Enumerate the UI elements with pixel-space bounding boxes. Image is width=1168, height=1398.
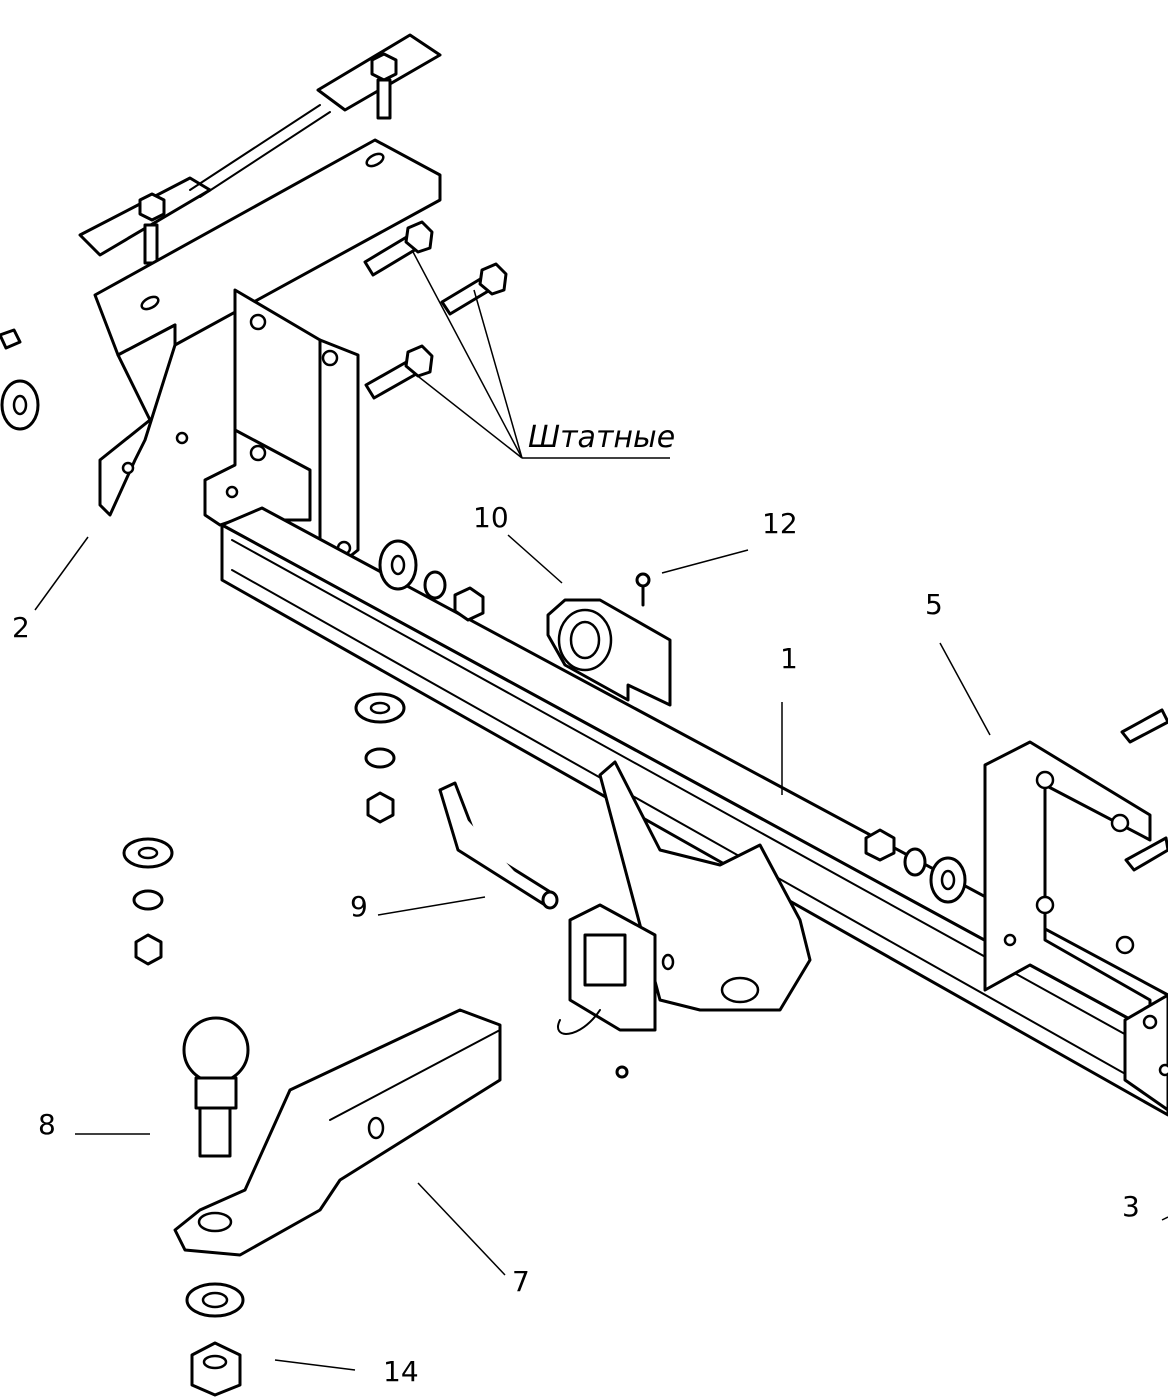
screw	[635, 572, 651, 607]
right-bracket	[983, 740, 1152, 1032]
callout-14: 14	[383, 1355, 419, 1388]
lower-washer-stack-b	[122, 837, 174, 966]
ball-mount	[173, 1008, 502, 1257]
hitch-receiver	[557, 760, 812, 1079]
callout-2: 2	[12, 611, 30, 644]
note-standard: Штатные	[528, 420, 675, 455]
ball-washer-nut	[185, 1282, 245, 1397]
top-mounting-strip	[78, 33, 442, 265]
hitch-pin	[438, 781, 559, 910]
standard-bolts	[0, 220, 1168, 872]
main-crossbar	[220, 506, 1168, 1117]
right-end-plate	[1123, 993, 1168, 1112]
labels: Штатные 2 10 12 5 1 9 8 7 14 3	[12, 420, 1140, 1388]
callout-7: 7	[512, 1265, 530, 1298]
callout-1: 1	[780, 642, 798, 675]
left-washer-set	[0, 379, 485, 622]
leader-lines	[34, 249, 1168, 1371]
callout-12: 12	[762, 507, 798, 540]
callout-9: 9	[350, 890, 368, 923]
callout-8: 8	[38, 1108, 56, 1141]
callout-10: 10	[473, 501, 509, 534]
left-bracket	[93, 138, 442, 517]
left-end-plate	[203, 428, 312, 527]
tow-ball	[182, 1016, 250, 1158]
callout-3: 3	[1122, 1190, 1140, 1223]
callout-5: 5	[925, 588, 943, 621]
lower-washer-stack-a	[354, 692, 406, 824]
socket-bracket	[546, 598, 672, 707]
right-washer-set	[864, 828, 967, 904]
